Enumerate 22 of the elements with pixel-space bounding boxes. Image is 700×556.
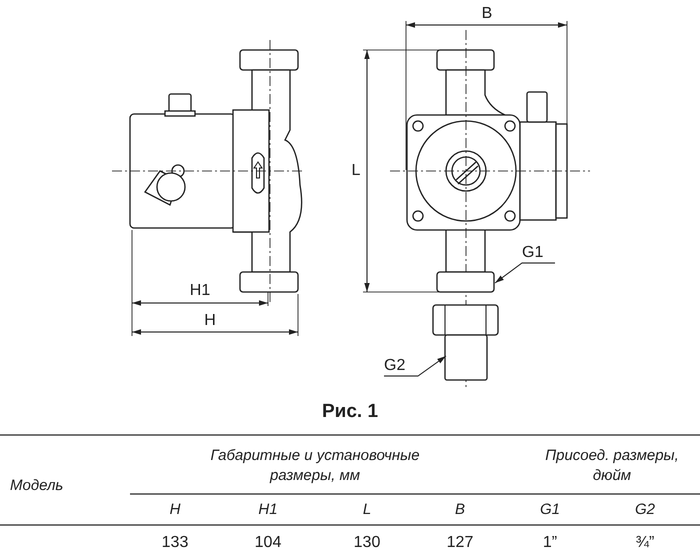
column-group-header: Габаритные и установочные размеры, мм [209, 446, 421, 486]
column-header: L [362, 500, 372, 520]
leader-line [384, 356, 446, 376]
thread-size-label: G1 [522, 243, 544, 263]
union-nut [436, 271, 495, 293]
thread-size-label: G2 [384, 356, 406, 376]
dimension-value: 104 [254, 533, 282, 553]
dimension-value: 130 [354, 533, 380, 553]
thread-value: 1” [542, 533, 558, 553]
row-header: Модель [10, 476, 64, 496]
figure-caption: Рис. 1 [320, 402, 380, 422]
column-header: B [455, 500, 465, 520]
threaded-fitting-drawing [432, 304, 499, 381]
column-header: G1 [540, 500, 560, 520]
column-header: G2 [635, 500, 655, 520]
column-header: H [170, 500, 180, 520]
dimension-value: 133 [162, 533, 188, 553]
column-group-header: Присоед. размеры, дюйм [544, 446, 680, 486]
leader-line [494, 262, 556, 284]
thread-value: ¾” [636, 533, 654, 553]
column-header: H1 [258, 500, 278, 520]
dimension-value: 127 [446, 533, 474, 553]
